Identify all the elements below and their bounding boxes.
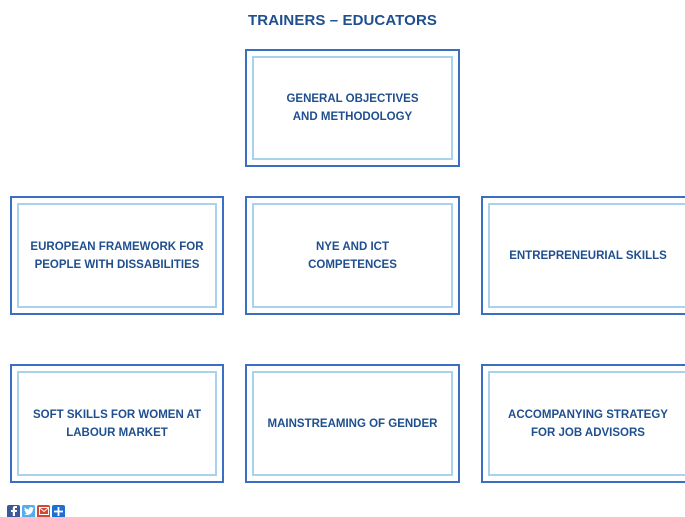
plus-icon: [54, 506, 63, 516]
tile-inner-frame: ENTREPRENEURIAL SKILLS: [488, 203, 685, 308]
twitter-icon: [23, 507, 34, 515]
tile-inner-frame: ACCOMPANYING STRATEGY FOR JOB ADVISORS: [488, 371, 685, 476]
tile-inner-frame: SOFT SKILLS FOR WOMEN AT LABOUR MARKET: [17, 371, 217, 476]
tile-inner-frame: EUROPEAN FRAMEWORK FOR PEOPLE WITH DISSA…: [17, 203, 217, 308]
share-bar: [7, 505, 65, 517]
tile-label: ENTREPRENEURIAL SKILLS: [509, 249, 667, 262]
tile-nye-ict[interactable]: NYE AND ICT COMPETENCES: [245, 196, 460, 315]
tile-general-objectives[interactable]: GENERAL OBJECTIVES AND METHODOLOGY: [245, 49, 460, 167]
tile-label: MAINSTREAMING OF GENDER: [267, 417, 438, 430]
tile-inner-frame: NYE AND ICT COMPETENCES: [252, 203, 453, 308]
page-title: TRAINERS – EDUCATORS: [248, 12, 437, 29]
tile-european-framework[interactable]: EUROPEAN FRAMEWORK FOR PEOPLE WITH DISSA…: [10, 196, 224, 315]
tile-label: NYE AND ICT COMPETENCES: [308, 240, 397, 271]
tile-inner-frame: GENERAL OBJECTIVES AND METHODOLOGY: [252, 56, 453, 160]
tile-label: GENERAL OBJECTIVES AND METHODOLOGY: [286, 93, 419, 123]
facebook-share-button[interactable]: [7, 505, 20, 517]
tile-mainstreaming-gender[interactable]: MAINSTREAMING OF GENDER: [245, 364, 460, 483]
more-share-button[interactable]: [52, 505, 65, 517]
tile-label: EUROPEAN FRAMEWORK FOR PEOPLE WITH DISSA…: [30, 240, 204, 271]
tile-accompanying-strategy[interactable]: ACCOMPANYING STRATEGY FOR JOB ADVISORS: [481, 364, 685, 483]
tile-label: SOFT SKILLS FOR WOMEN AT LABOUR MARKET: [32, 408, 201, 439]
tile-label: ACCOMPANYING STRATEGY FOR JOB ADVISORS: [508, 408, 668, 439]
facebook-icon: [10, 506, 17, 516]
tile-inner-frame: MAINSTREAMING OF GENDER: [252, 371, 453, 476]
twitter-share-button[interactable]: [22, 505, 35, 517]
tile-soft-skills[interactable]: SOFT SKILLS FOR WOMEN AT LABOUR MARKET: [10, 364, 224, 483]
email-icon: [38, 507, 49, 515]
email-share-button[interactable]: [37, 505, 50, 517]
tile-entrepreneurial-skills[interactable]: ENTREPRENEURIAL SKILLS: [481, 196, 685, 315]
